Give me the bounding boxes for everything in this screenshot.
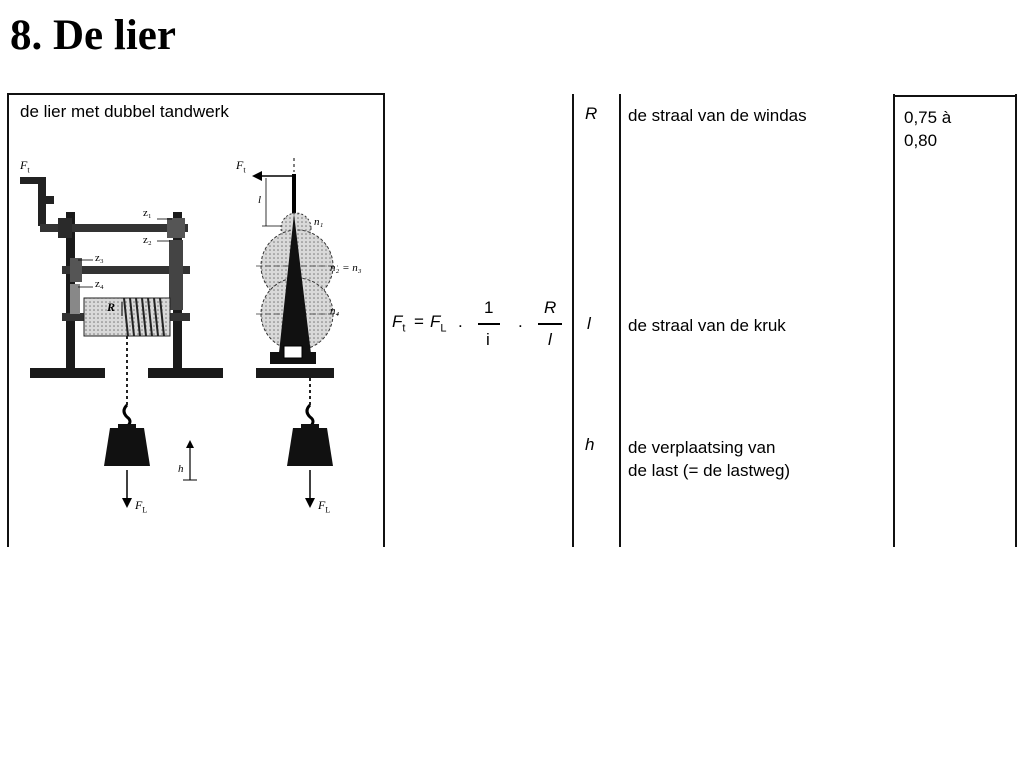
- winch-side-view: [252, 158, 338, 508]
- formula-lhs: Ft: [392, 312, 406, 335]
- formula-frac1-line: [478, 323, 500, 325]
- label-n4: n₄: [330, 305, 340, 317]
- figure-box-top-border: [7, 93, 385, 95]
- winch-front-view: [20, 177, 223, 508]
- label-fl-side: FL: [318, 498, 331, 515]
- table-border-right: [1015, 94, 1017, 547]
- legend-description: de verplaatsing van: [628, 438, 776, 457]
- label-l: l: [258, 194, 262, 206]
- label-n1: n₁: [314, 216, 324, 228]
- label-n2-n3: n₂ = n₃: [330, 262, 362, 274]
- value-box-top-border: [893, 95, 1017, 97]
- formula-frac1-numerator: 1: [484, 298, 494, 317]
- legend-symbol: l: [587, 314, 591, 333]
- label-z3: z₃: [95, 252, 104, 264]
- label-z4: z₄: [95, 278, 104, 290]
- formula-dot-1: .: [458, 312, 463, 331]
- legend-value: 0,80: [904, 131, 938, 150]
- label-z2: z₂: [143, 234, 152, 246]
- label-ft-side: Ft: [236, 158, 246, 175]
- label-fl-front: FL: [135, 498, 148, 515]
- legend-description: de straal van de kruk: [628, 316, 786, 335]
- legend-value: 0,75 à: [904, 108, 952, 127]
- formula-frac2-line: [538, 323, 562, 325]
- slide-title: 8. De lier: [10, 12, 176, 59]
- table-border-left: [7, 94, 9, 547]
- label-z1: z₁: [143, 207, 152, 219]
- winch-formula: Ft = FL . 1 i . R l: [388, 296, 574, 358]
- label-ft-front: Ft: [20, 158, 30, 175]
- formula-frac2-denominator: l: [548, 330, 552, 349]
- label-r-drum: R: [107, 300, 116, 314]
- description-column-left-border: [619, 94, 621, 547]
- figure-box-right-border: [383, 94, 385, 547]
- legend-symbol: R: [585, 104, 598, 123]
- formula-frac2-numerator: R: [544, 298, 557, 317]
- figure-caption: de lier met dubbel tandwerk: [20, 102, 229, 121]
- formula-frac1-denominator: i: [486, 330, 490, 349]
- legend-description: de last (= de lastweg): [628, 461, 791, 480]
- formula-fl: FL: [430, 312, 447, 335]
- formula-dot-2: .: [518, 312, 523, 331]
- legend-description: de straal van de windas: [628, 106, 807, 125]
- symbol-column-left-border: [572, 94, 574, 547]
- legend-symbol: h: [585, 435, 595, 454]
- winch-diagram: [20, 158, 338, 508]
- formula-equals: =: [414, 312, 424, 331]
- label-h: h: [178, 463, 184, 475]
- value-column-left-border: [893, 94, 895, 547]
